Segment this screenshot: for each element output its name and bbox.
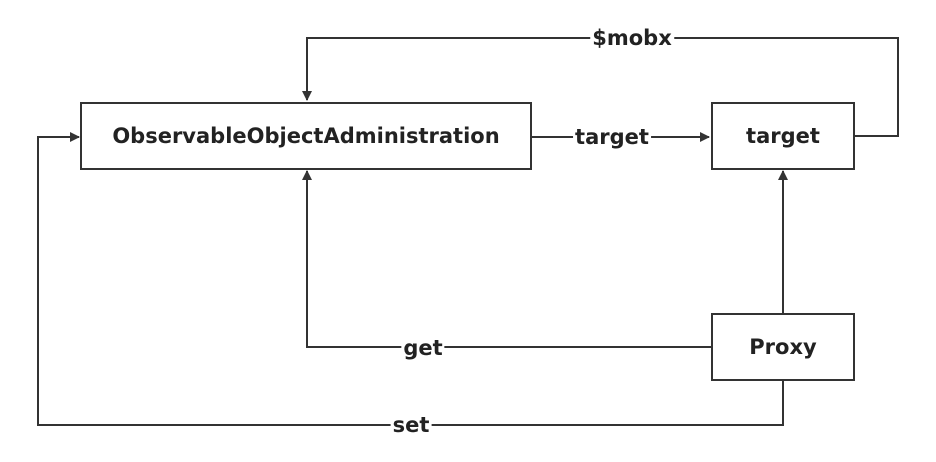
edge-get-line	[302, 170, 712, 348]
edge-target-label: target	[573, 125, 651, 149]
node-observable-object-administration: ObservableObjectAdministration	[80, 102, 532, 170]
edge-set-label: set	[390, 413, 432, 437]
edge-get-label: get	[401, 336, 445, 360]
edge-mobx-line	[302, 37, 899, 137]
edge-set-line	[37, 132, 784, 426]
node-target-label: target	[746, 124, 820, 148]
node-target: target	[711, 102, 855, 170]
node-ooa-label: ObservableObjectAdministration	[112, 124, 500, 148]
node-proxy-label: Proxy	[749, 335, 817, 359]
edge-mobx-label: $mobx	[590, 26, 674, 50]
node-proxy: Proxy	[711, 313, 855, 381]
